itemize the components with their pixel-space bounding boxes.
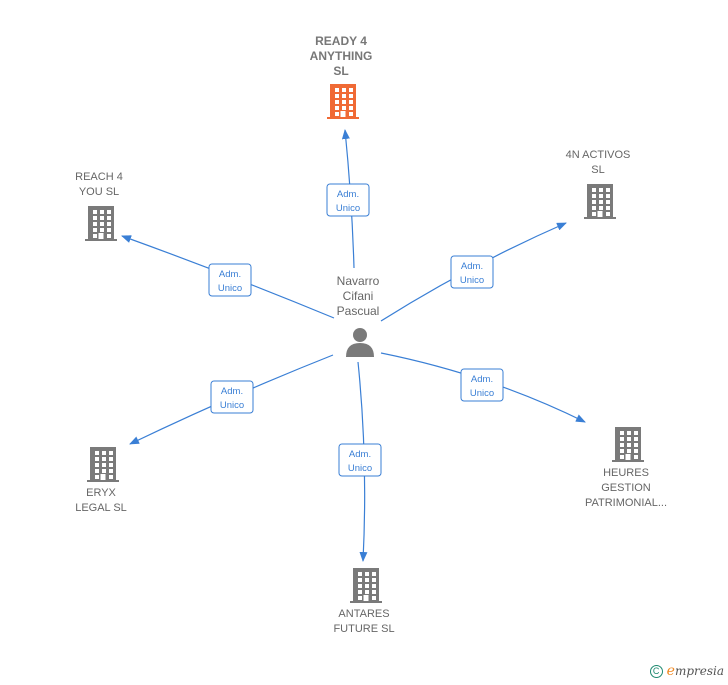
edge-label-box <box>450 255 494 289</box>
edge-label-box <box>208 263 252 297</box>
company-label-ready4[interactable]: READY 4 ANYTHING SL <box>309 34 373 78</box>
edge-label-antares[interactable]: Adm. Unico <box>338 443 382 477</box>
edge-label-text: Adm. <box>221 386 243 397</box>
building-icon-4nactivos[interactable] <box>584 184 616 219</box>
edge-label-text: Unico <box>460 275 484 286</box>
edge-label-text: Unico <box>336 203 360 214</box>
company-label-antares[interactable]: ANTARES FUTURE SL <box>333 608 395 635</box>
edge-label-box <box>338 443 382 477</box>
brand-initial: e <box>666 663 675 679</box>
edge-label-text: Unico <box>220 400 244 411</box>
edge-label-text: Adm. <box>471 374 493 385</box>
edge-label-text: Adm. <box>337 189 359 200</box>
building-icon-heures[interactable] <box>612 427 644 462</box>
edge-label-text: Adm. <box>349 449 371 460</box>
edge-label-reach4[interactable]: Adm. Unico <box>208 263 252 297</box>
edge-label-heures[interactable]: Adm. Unico <box>460 368 504 402</box>
company-label-4nactivos[interactable]: 4N ACTIVOS SL <box>565 149 631 176</box>
building-icon-eryx[interactable] <box>87 447 119 482</box>
brand-rest: mpresia <box>674 664 724 678</box>
edge-label-text: Unico <box>470 388 494 399</box>
person-icon[interactable] <box>346 328 374 357</box>
edge-labels-layer: Adm.UnicoAdm.UnicoAdm.UnicoAdm.UnicoAdm.… <box>208 183 504 477</box>
edge-label-text: Adm. <box>461 261 483 272</box>
company-label-reach4[interactable]: REACH 4 YOU SL <box>75 171 123 198</box>
edge-label-box <box>460 368 504 402</box>
copyright-icon: C <box>649 664 663 678</box>
building-icon-antares[interactable] <box>350 568 382 603</box>
edge-label-box <box>210 380 254 414</box>
edge-label-ready4[interactable]: Adm. Unico <box>326 183 370 217</box>
person-label[interactable]: Navarro Cifani Pascual <box>336 274 380 318</box>
edge-label-text: Unico <box>348 463 372 474</box>
footer-brand: C empresia <box>649 663 724 679</box>
building-icon-reach4[interactable] <box>85 206 117 241</box>
edge-label-eryx[interactable]: Adm. Unico <box>210 380 254 414</box>
icons-layer <box>85 84 644 603</box>
company-label-heures[interactable]: HEURES GESTION PATRIMONIAL... <box>584 467 668 509</box>
edge-label-4nactivos[interactable]: Adm. Unico <box>450 255 494 289</box>
edge-label-text: Unico <box>218 283 242 294</box>
company-label-eryx[interactable]: ERYX LEGAL SL <box>75 487 127 514</box>
brand-name[interactable]: empresia <box>667 663 724 679</box>
building-icon-ready4[interactable] <box>327 84 359 119</box>
edge-label-box <box>326 183 370 217</box>
edge-label-text: Adm. <box>219 269 241 280</box>
